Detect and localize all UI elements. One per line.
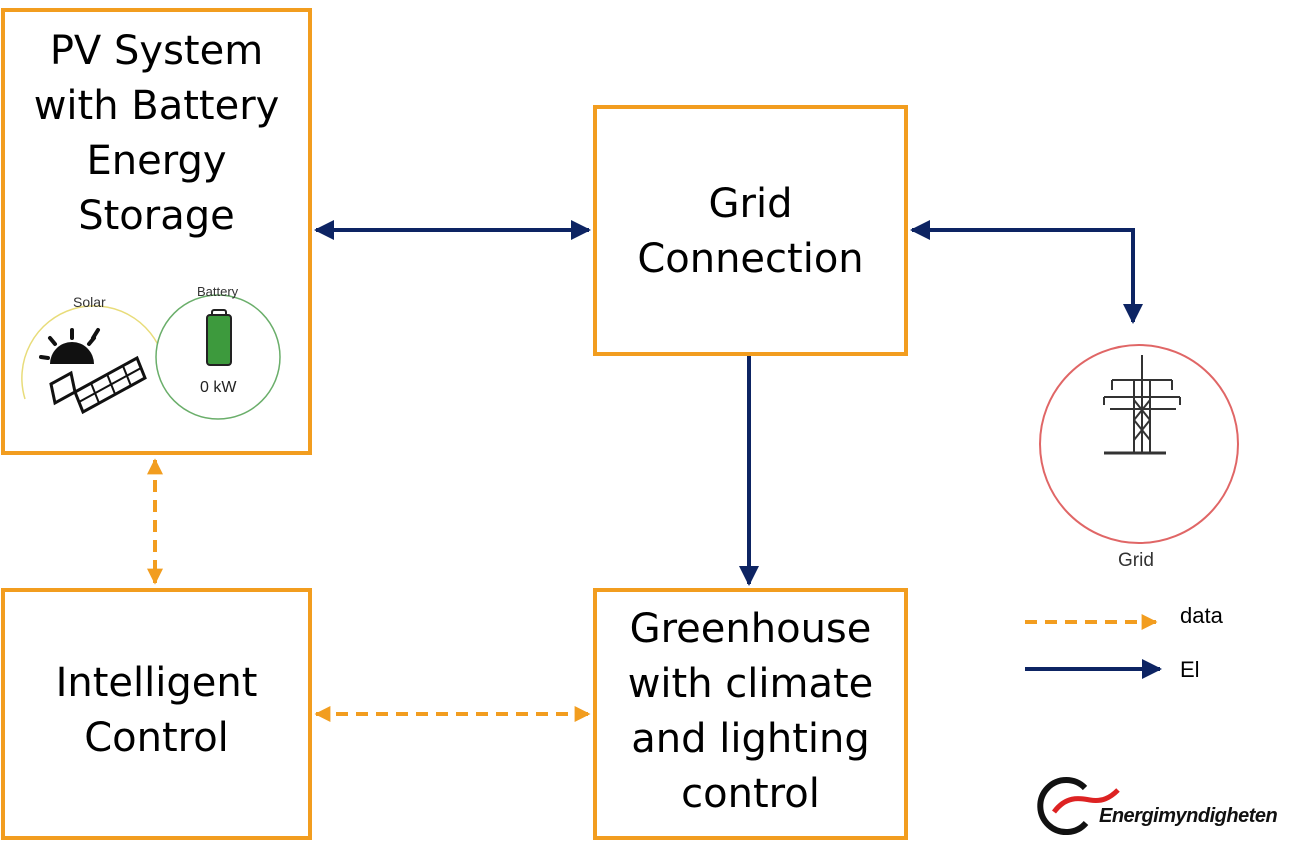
energimyndigheten-logo-icon <box>1037 777 1120 836</box>
battery-value: 0 kW <box>200 379 237 396</box>
energimyndigheten-logo-text: Energimyndigheten <box>1099 805 1278 827</box>
pv-system-node: PV System with Battery Energy Storage <box>1 8 312 455</box>
solar-label: Solar <box>73 294 106 310</box>
solar-arc <box>21 305 164 400</box>
legend-el-label: El <box>1180 657 1200 682</box>
pv-widgets <box>21 294 281 420</box>
grid-node-circle <box>1039 344 1239 544</box>
legend-data-label: data <box>1180 603 1223 628</box>
pv-system-title: PV System with Battery Energy Storage <box>33 28 280 239</box>
grid-connection-node: Grid Connection <box>593 105 908 356</box>
greenhouse-node: Greenhouse with climate and lighting con… <box>593 588 908 840</box>
grid-label: Grid <box>1118 550 1154 571</box>
power-pylon-icon <box>1103 355 1181 455</box>
grid-connection-title: Grid Connection <box>637 181 864 282</box>
edge-grid-connection-grid <box>910 220 1143 324</box>
intelligent-control-node: Intelligent Control <box>1 588 312 840</box>
battery-label: Battery <box>197 284 239 299</box>
solar-icon <box>39 328 147 415</box>
greenhouse-title: Greenhouse with climate and lighting con… <box>627 606 874 817</box>
battery-icon <box>206 309 232 366</box>
intelligent-control-title: Intelligent Control <box>55 660 258 761</box>
solar-panel-icon <box>49 355 147 415</box>
